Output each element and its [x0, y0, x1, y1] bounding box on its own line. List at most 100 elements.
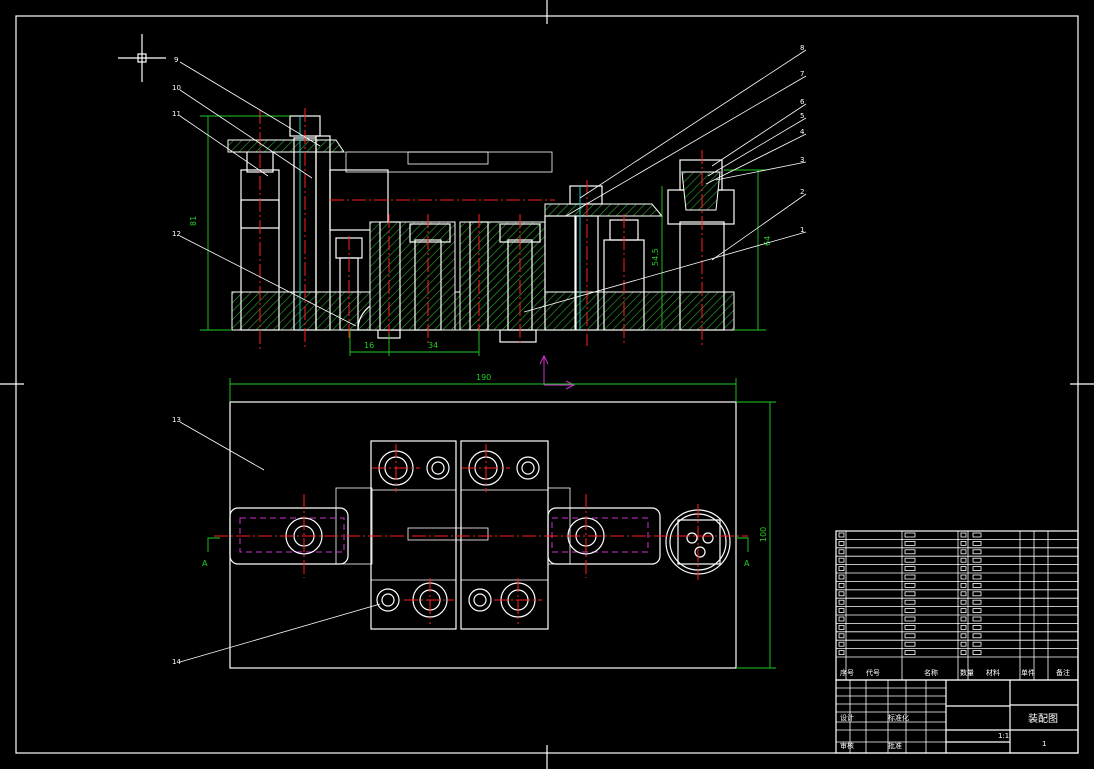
sheet-number: 1 — [1042, 740, 1046, 748]
drawing-title: 装配图 — [1028, 712, 1058, 725]
col-code: 代号 — [866, 668, 880, 677]
col-material: 材料 — [986, 668, 1000, 677]
balloon-12: 12 — [172, 230, 181, 238]
parts-cell — [972, 566, 982, 571]
parts-cell — [960, 608, 967, 613]
top-view[interactable]: A A — [202, 401, 750, 669]
parts-cell — [960, 616, 967, 622]
balloon-14: 14 — [172, 658, 181, 666]
parts-cell — [972, 641, 982, 647]
parts-cell — [838, 608, 845, 613]
parts-cell — [838, 532, 845, 538]
col-name: 名称 — [924, 668, 938, 677]
balloon-labels: 9 10 11 12 13 14 8 7 6 5 4 3 2 1 — [172, 44, 805, 666]
parts-cell — [972, 616, 982, 622]
balloon-11: 11 — [172, 110, 181, 118]
parts-cell — [904, 583, 916, 588]
title-block[interactable]: 设计 标准化 审核 批准 1:1 装配图 1 — [835, 679, 1079, 754]
parts-cell — [960, 566, 967, 571]
parts-cell — [838, 541, 845, 546]
front-view-dimensions: 81 64 54.5 16 34 — [189, 115, 772, 356]
balloon-4: 4 — [800, 128, 805, 136]
parts-cell — [904, 541, 916, 546]
row-design: 设计 — [840, 713, 854, 722]
parts-cell — [972, 591, 982, 597]
parts-list[interactable]: 序号 代号 名称 数量 材料 单件 备注 — [835, 530, 1079, 681]
parts-cell — [838, 616, 845, 622]
parts-cell — [960, 557, 967, 563]
parts-cell — [972, 583, 982, 588]
balloon-2: 2 — [800, 188, 804, 196]
col-remark: 备注 — [1056, 668, 1070, 677]
parts-cell — [904, 574, 916, 580]
parts-cell — [960, 574, 967, 580]
parts-cell — [972, 650, 982, 655]
balloon-10: 10 — [172, 84, 181, 92]
parts-cell — [838, 574, 845, 580]
parts-cell — [960, 650, 967, 655]
parts-cell — [904, 599, 916, 605]
top-view-dimensions: 190 100 — [229, 373, 776, 669]
col-index: 序号 — [840, 668, 854, 677]
parts-cell — [904, 591, 916, 597]
parts-cell — [960, 633, 967, 639]
parts-cell — [960, 549, 967, 555]
parts-cell — [904, 616, 916, 622]
parts-cell — [960, 625, 967, 630]
front-section-view[interactable] — [227, 108, 735, 350]
parts-cell — [838, 650, 845, 655]
col-weight: 单件 — [1021, 668, 1035, 677]
parts-cell — [904, 650, 916, 655]
parts-cell — [972, 541, 982, 546]
parts-cell — [904, 625, 916, 630]
balloon-1: 1 — [800, 226, 804, 234]
dim-height-mid: 54.5 — [651, 248, 660, 266]
balloon-7: 7 — [800, 70, 804, 78]
scale-value: 1:1 — [998, 732, 1009, 740]
parts-cell — [904, 549, 916, 555]
parts-cell — [838, 599, 845, 605]
dim-overall-length: 190 — [476, 373, 491, 382]
parts-cell — [972, 625, 982, 630]
parts-cell — [972, 599, 982, 605]
crosshair-cursor-icon — [118, 34, 166, 82]
parts-cell — [904, 557, 916, 563]
parts-cell — [904, 532, 916, 538]
balloon-3: 3 — [800, 156, 804, 164]
parts-cell — [960, 591, 967, 597]
parts-cell — [972, 532, 982, 538]
parts-cell — [838, 641, 845, 647]
parts-cell — [904, 641, 916, 647]
parts-cell — [960, 532, 967, 538]
row-std: 标准化 — [888, 713, 909, 722]
parts-cell — [972, 549, 982, 555]
balloon-13: 13 — [172, 416, 181, 424]
parts-cell — [838, 625, 845, 630]
ucs-icon — [539, 354, 576, 390]
dim-base-span: 34 — [428, 341, 438, 350]
balloon-5: 5 — [800, 112, 804, 120]
parts-cell — [972, 574, 982, 580]
parts-cell — [904, 566, 916, 571]
section-mark-left: A — [202, 559, 208, 568]
dim-overall-width: 100 — [759, 527, 768, 542]
dim-base-small: 16 — [364, 341, 374, 350]
parts-cell — [838, 583, 845, 588]
balloon-6: 6 — [800, 98, 805, 106]
parts-cell — [960, 599, 967, 605]
dim-height-right: 64 — [763, 236, 772, 246]
parts-cell — [838, 566, 845, 571]
parts-cell — [904, 608, 916, 613]
parts-cell — [972, 557, 982, 563]
parts-cell — [838, 633, 845, 639]
section-mark-right: A — [744, 559, 750, 568]
parts-cell — [960, 641, 967, 647]
parts-cell — [838, 591, 845, 597]
parts-cell — [972, 608, 982, 613]
row-approve: 批准 — [888, 741, 902, 750]
leaders — [179, 49, 807, 663]
col-qty: 数量 — [960, 668, 974, 677]
balloon-8: 8 — [800, 44, 804, 52]
